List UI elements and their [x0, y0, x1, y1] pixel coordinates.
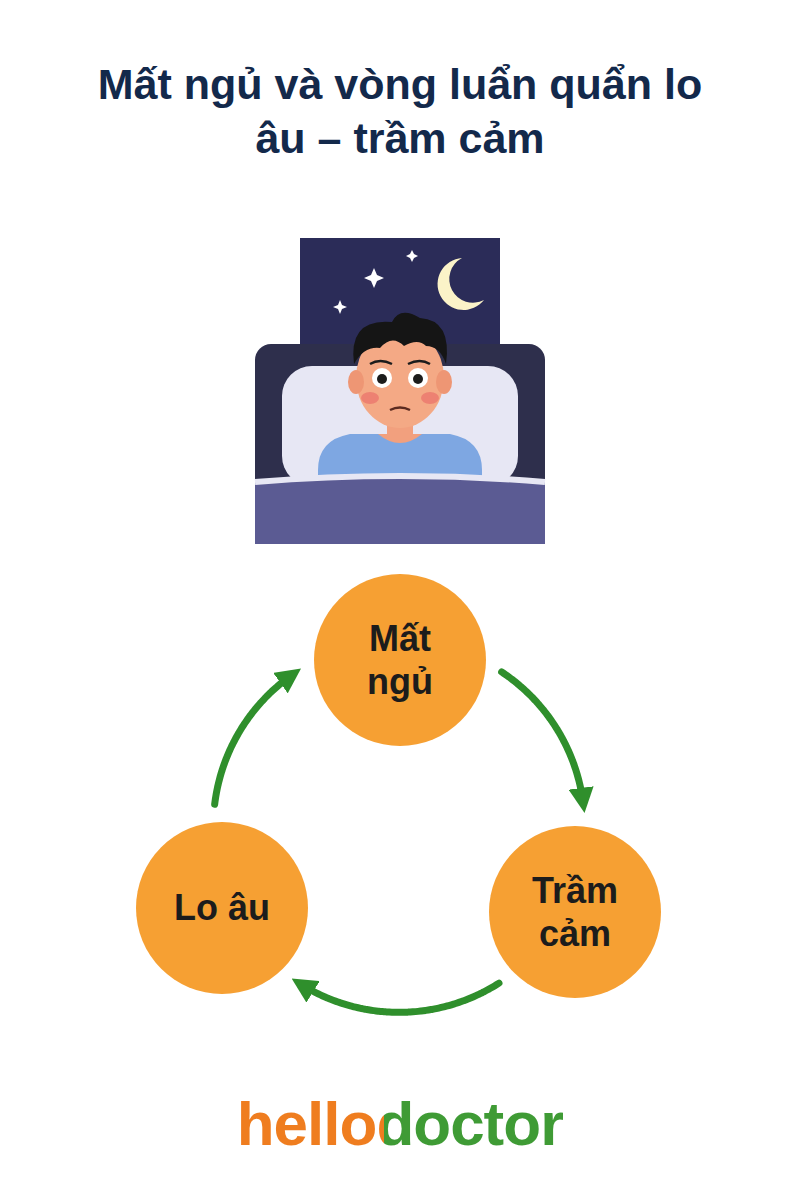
circle-shape	[489, 826, 661, 998]
hair	[353, 313, 447, 364]
cycle-arrow	[215, 674, 293, 804]
node-label: Mất ngủ	[341, 617, 459, 703]
cycle-arrow	[300, 983, 499, 1012]
brand-logo: hellodoctor	[237, 1089, 564, 1158]
title: Mất ngủ và vòng luẩn quẩn lo âu – trầm c…	[70, 58, 730, 166]
cycle-arrow	[502, 672, 584, 803]
blanket	[255, 476, 545, 544]
stars	[333, 250, 418, 314]
node-label: Lo âu	[174, 886, 270, 929]
cycle-circle: Trầm cảm	[489, 826, 661, 998]
circle-shape	[314, 574, 486, 746]
moon	[438, 258, 484, 310]
cycle-circle: Mất ngủ	[314, 574, 486, 746]
node-label: Trầm cảm	[516, 869, 634, 955]
cycle-circle: Lo âu	[136, 822, 308, 994]
